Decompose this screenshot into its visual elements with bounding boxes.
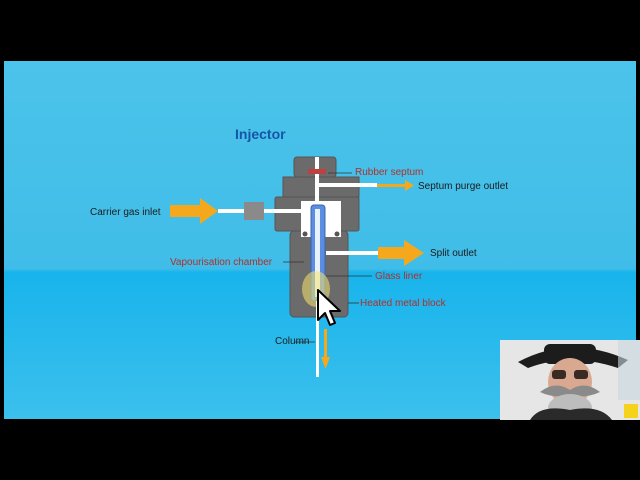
- presenter-video: [500, 340, 640, 420]
- septum-channel: [315, 157, 319, 201]
- mouse-pointer-icon: [316, 288, 342, 333]
- label-rubber-septum: Rubber septum: [355, 167, 423, 178]
- label-glass-liner: Glass liner: [375, 271, 422, 282]
- carrier-gas-arrow: [170, 198, 218, 224]
- column-arrow: [321, 329, 330, 369]
- rubber-septum: [308, 169, 326, 174]
- label-column: Column: [275, 336, 309, 347]
- split-outlet-arrow: [378, 240, 424, 266]
- inlet-fitting: [244, 202, 264, 220]
- label-heated-metal-block: Heated metal block: [360, 298, 446, 309]
- label-split-outlet: Split outlet: [430, 248, 477, 259]
- label-vapourisation-chamber: Vapourisation chamber: [170, 257, 272, 268]
- split-outlet-channel: [326, 251, 378, 255]
- septum-purge-channel: [319, 183, 377, 187]
- septum-purge-arrow: [377, 180, 414, 191]
- seal-dot-right: [335, 232, 340, 237]
- seal-dot-left: [303, 232, 308, 237]
- label-septum-purge-outlet: Septum purge outlet: [418, 181, 508, 192]
- webcam-overlay: [500, 340, 640, 420]
- badge-icon: [624, 404, 638, 418]
- label-carrier-gas-inlet: Carrier gas inlet: [90, 207, 161, 218]
